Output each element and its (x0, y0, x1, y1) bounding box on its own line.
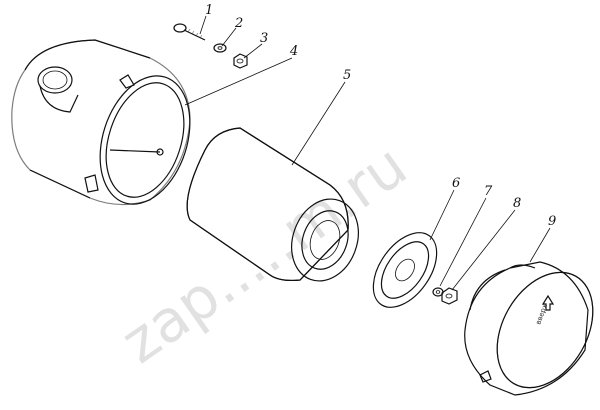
label-7: 7 (484, 184, 493, 199)
watermark-text: zap.....m.ru (109, 131, 419, 376)
part-3-nut (233, 53, 248, 69)
part-9-cap: вверх (464, 261, 594, 396)
label-2: 2 (234, 16, 243, 31)
label-8: 8 (513, 196, 521, 211)
watermark: zap.....m.ru (109, 131, 419, 376)
label-3: 3 (260, 31, 268, 46)
part-6-plate (372, 232, 438, 308)
leader-lines (184, 15, 551, 291)
part-1-bolt (173, 23, 206, 41)
part-5-filter-element (186, 127, 359, 282)
part-8-nut (441, 287, 458, 305)
label-9: 9 (548, 214, 556, 229)
part-4-housing (11, 39, 191, 206)
part-labels: 1 2 3 4 5 6 7 8 9 (205, 3, 556, 229)
arrow-text: вверх (534, 303, 549, 326)
label-4: 4 (289, 44, 298, 59)
label-6: 6 (452, 176, 460, 191)
label-5: 5 (343, 68, 351, 83)
part-2-washer (213, 43, 227, 53)
label-1: 1 (205, 3, 213, 18)
